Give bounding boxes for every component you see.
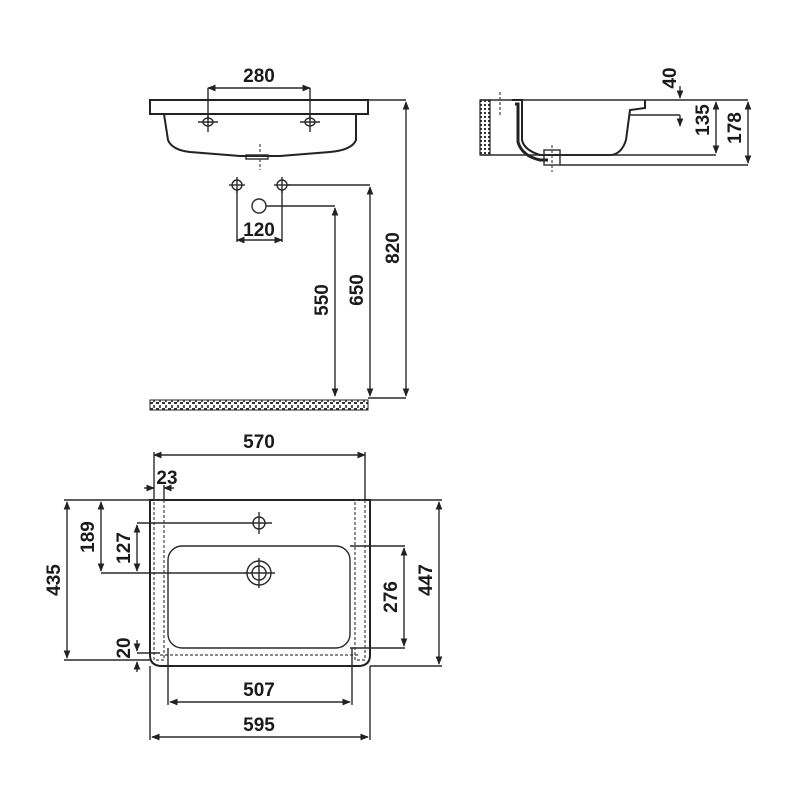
dim-bowl-width: 507 [243,680,275,701]
basin-rim [149,99,369,115]
dim-rim-thickness: 40 [660,67,681,88]
dim-inner-width: 570 [243,432,275,453]
top-view: 570 23 435 189 127 20 276 447 [44,432,443,741]
side-view: 40 135 178 [479,67,752,172]
bowl-wall-section [515,102,548,162]
dim-depth-right: 447 [416,564,437,596]
dim-waste-height: 550 [312,284,333,316]
dim-side-wall: 23 [156,468,177,489]
front-view: 280 120 550 650 820 [149,66,410,411]
dim-supply-spacing: 120 [243,220,275,241]
dim-tap-from-back: 189 [78,521,99,553]
dim-bowl-depth: 135 [693,104,714,136]
dim-overall-width: 595 [243,715,275,736]
dim-bowl-depth-top: 276 [381,581,402,613]
dim-tap-spacing: 280 [243,66,275,87]
tap-hole-icon [249,512,272,534]
bowl-inner [167,545,351,649]
floor-hatch [149,399,369,411]
drain-stub [245,154,269,160]
dim-depth-left: 435 [44,564,65,596]
dim-rim-height: 820 [383,232,404,264]
dim-tap-to-drain: 127 [114,532,135,564]
waste-outlet-icon [251,198,267,214]
dim-front-rim: 20 [114,637,135,658]
wall-section [479,99,491,156]
drain-icon [245,558,275,588]
basin-outline [149,499,371,667]
dim-supply-height: 650 [347,274,368,306]
dim-total-height: 178 [725,112,746,144]
